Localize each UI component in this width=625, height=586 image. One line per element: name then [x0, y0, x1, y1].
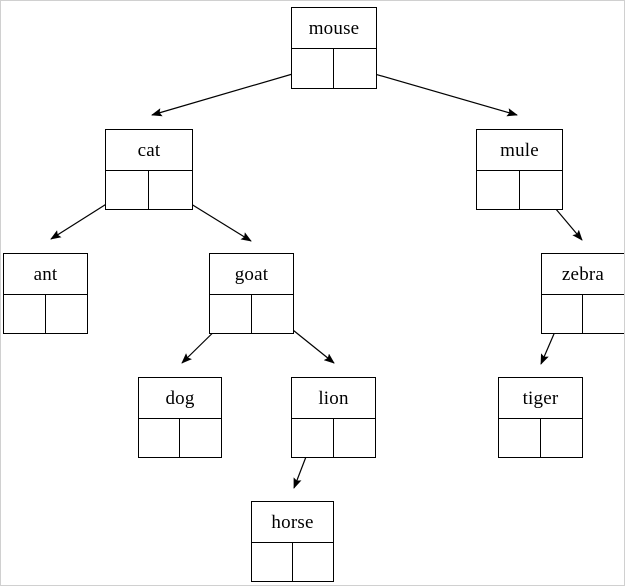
tree-node-pointer-cells: [106, 171, 192, 209]
left-pointer-cell: [252, 543, 293, 581]
left-pointer-cell: [4, 295, 46, 333]
right-pointer-cell: [252, 295, 294, 333]
tree-node-label: ant: [4, 254, 87, 295]
tree-node-tiger[interactable]: tiger: [498, 377, 583, 458]
right-pointer-cell: [46, 295, 88, 333]
tree-node-label: horse: [252, 502, 333, 543]
left-pointer-cell: [292, 419, 334, 457]
right-pointer-cell: [293, 543, 334, 581]
tree-node-label: mule: [477, 130, 562, 171]
tree-node-pointer-cells: [292, 49, 376, 88]
tree-node-ant[interactable]: ant: [3, 253, 88, 334]
left-pointer-cell: [477, 171, 520, 209]
tree-node-label: lion: [292, 378, 375, 419]
left-pointer-cell: [542, 295, 583, 333]
tree-node-pointer-cells: [292, 419, 375, 457]
tree-edge-mouse-left-to-cat: [151, 67, 314, 117]
tree-node-mouse[interactable]: mouse: [291, 7, 377, 89]
tree-node-goat[interactable]: goat: [209, 253, 294, 334]
tree-node-label: zebra: [542, 254, 624, 295]
left-pointer-cell: [106, 171, 149, 209]
tree-node-pointer-cells: [477, 171, 562, 209]
left-pointer-cell: [292, 49, 334, 88]
tree-node-dog[interactable]: dog: [138, 377, 222, 458]
right-pointer-cell: [583, 295, 624, 333]
right-pointer-cell: [334, 49, 376, 88]
tree-node-label: tiger: [499, 378, 582, 419]
left-pointer-cell: [210, 295, 252, 333]
tree-node-label: cat: [106, 130, 192, 171]
right-pointer-cell: [180, 419, 221, 457]
left-pointer-cell: [499, 419, 541, 457]
right-pointer-cell: [149, 171, 192, 209]
tree-node-mule[interactable]: mule: [476, 129, 563, 210]
tree-node-pointer-cells: [139, 419, 221, 457]
tree-node-pointer-cells: [4, 295, 87, 333]
left-pointer-cell: [139, 419, 180, 457]
tree-node-pointer-cells: [542, 295, 624, 333]
tree-node-pointer-cells: [252, 543, 333, 581]
tree-node-label: mouse: [292, 8, 376, 49]
tree-edge-mouse-right-to-mule: [353, 67, 518, 117]
tree-node-pointer-cells: [210, 295, 293, 333]
tree-node-zebra[interactable]: zebra: [541, 253, 624, 334]
right-pointer-cell: [334, 419, 376, 457]
tree-node-label: dog: [139, 378, 221, 419]
tree-node-pointer-cells: [499, 419, 582, 457]
tree-node-cat[interactable]: cat: [105, 129, 193, 210]
tree-node-lion[interactable]: lion: [291, 377, 376, 458]
right-pointer-cell: [520, 171, 563, 209]
right-pointer-cell: [541, 419, 583, 457]
tree-node-label: goat: [210, 254, 293, 295]
tree-node-horse[interactable]: horse: [251, 501, 334, 582]
